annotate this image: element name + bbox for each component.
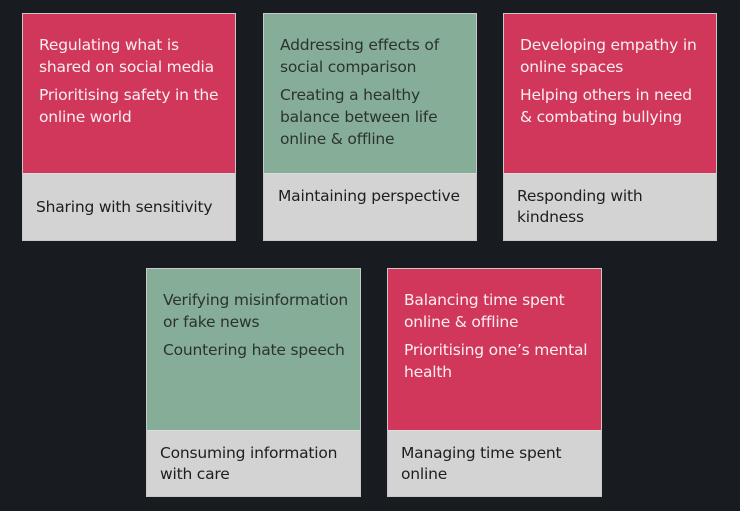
- card-item: Verifying misinformation or fake news: [163, 291, 349, 331]
- card-maintaining-perspective: Addressing effects of social comparison …: [263, 13, 477, 241]
- card-responding-with-kindness: Developing empathy in online spaces Help…: [503, 13, 717, 241]
- card-detail-panel: Balancing time spent online & offline Pr…: [388, 269, 601, 430]
- card-sharing-with-sensitivity: Regulating what is shared on social medi…: [22, 13, 236, 241]
- card-detail-panel: Regulating what is shared on social medi…: [23, 14, 235, 173]
- card-item: Developing empathy in online spaces: [520, 36, 697, 76]
- card-managing-time-spent-online: Balancing time spent online & offline Pr…: [387, 268, 602, 497]
- card-label: Sharing with sensitivity: [23, 173, 235, 240]
- card-label: Maintaining perspective: [264, 173, 476, 240]
- card-item: Addressing effects of social comparison: [280, 36, 439, 76]
- card-detail-panel: Verifying misinformation or fake news Co…: [147, 269, 360, 430]
- card-detail-panel: Developing empathy in online spaces Help…: [504, 14, 716, 173]
- card-item: Balancing time spent online & offline: [404, 291, 565, 331]
- card-consuming-information-with-care: Verifying misinformation or fake news Co…: [146, 268, 361, 497]
- card-label: Managing time spent online: [388, 430, 601, 496]
- card-item: Prioritising safety in the online world: [39, 86, 219, 126]
- card-label: Consuming information with care: [147, 430, 360, 496]
- card-item: Creating a healthy balance between life …: [280, 86, 438, 148]
- card-item: Prioritising one’s mental health: [404, 341, 588, 381]
- card-item: Countering hate speech: [163, 341, 345, 359]
- card-item: Helping others in need & combating bully…: [520, 86, 692, 126]
- card-item: Regulating what is shared on social medi…: [39, 36, 214, 76]
- card-detail-panel: Addressing effects of social comparison …: [264, 14, 476, 173]
- card-label: Responding with kindness: [504, 173, 716, 240]
